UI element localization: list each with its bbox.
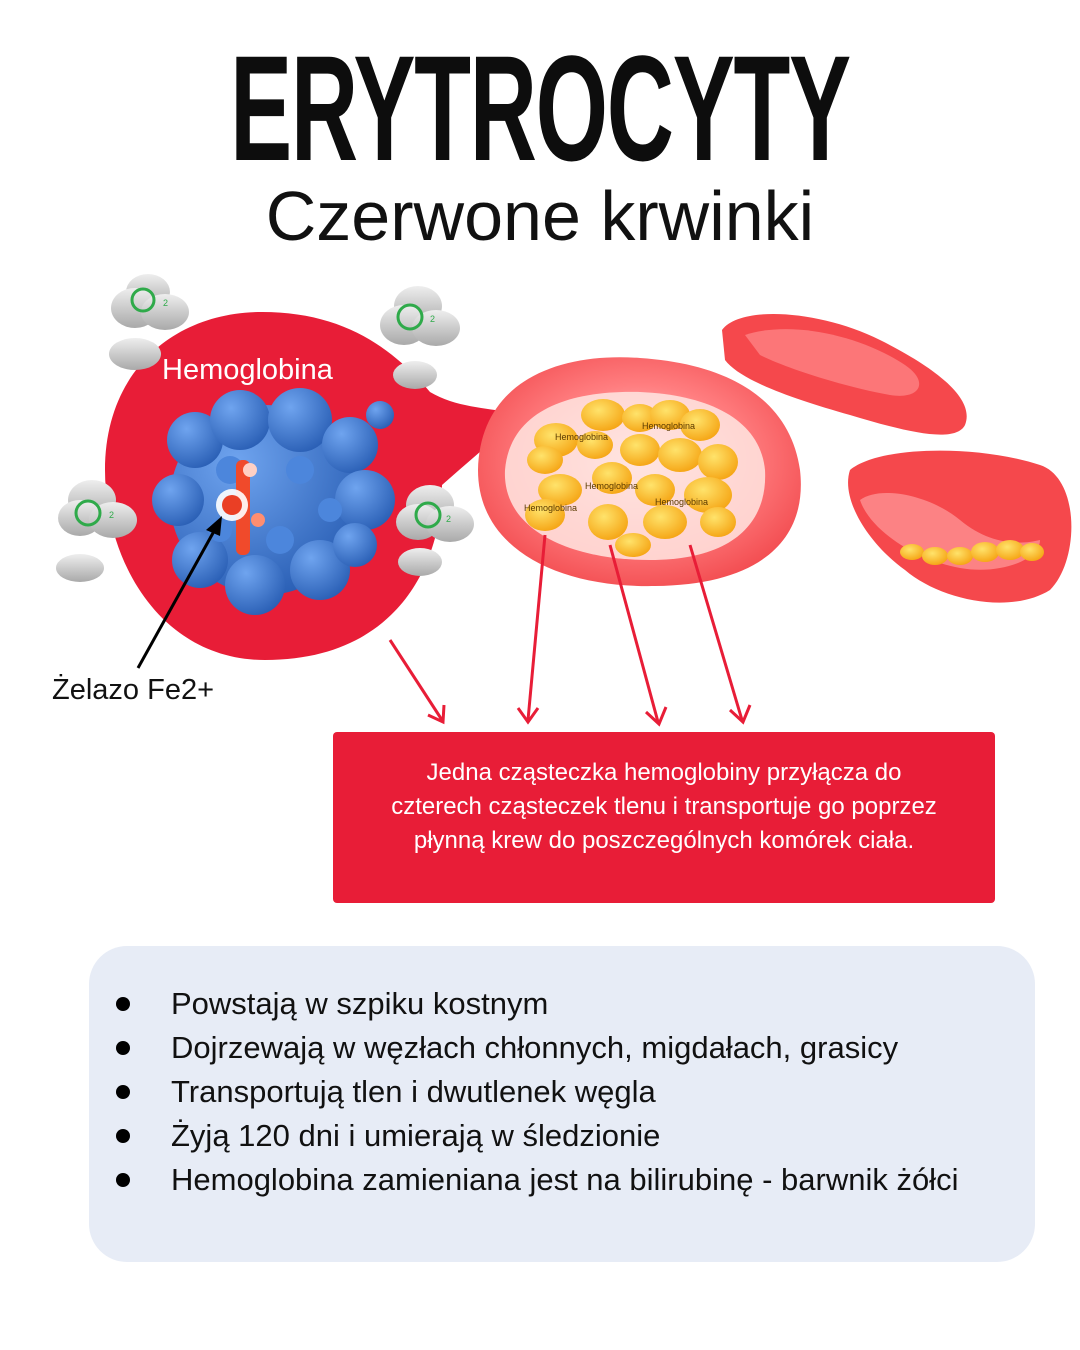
bullet-icon xyxy=(116,1085,130,1099)
cell-hemoglobin-label: Hemoglobina xyxy=(585,481,639,491)
iron-label: Żelazo Fe2+ xyxy=(52,674,215,706)
svg-text:2: 2 xyxy=(430,314,435,324)
fact-item: Powstają w szpiku kostnym xyxy=(89,982,958,1026)
cell-hemoglobin-label: Hemoglobina xyxy=(524,503,578,513)
facts-list: Powstają w szpiku kostnym Dojrzewają w w… xyxy=(89,982,958,1202)
svg-text:2: 2 xyxy=(163,298,168,308)
hemoglobin-granules xyxy=(525,399,738,557)
fact-item: Hemoglobina zamieniana jest na bilirubin… xyxy=(89,1158,958,1202)
fact-item: Dojrzewają w węzłach chłonnych, migdałac… xyxy=(89,1026,958,1070)
fact-text: Powstają w szpiku kostnym xyxy=(171,986,549,1021)
fact-item: Transportują tlen i dwutlenek węgla xyxy=(89,1070,958,1114)
cell-hemoglobin-label: Hemoglobina xyxy=(555,432,609,442)
fact-text: Dojrzewają w węzłach chłonnych, migdałac… xyxy=(171,1030,899,1065)
red-blood-cell-top-right xyxy=(722,313,967,435)
oxygen-cloud-icon: 2 xyxy=(396,485,474,576)
page-subtitle: Czerwone krwinki xyxy=(265,177,815,255)
oxygen-cloud-icon: 2 xyxy=(380,286,460,389)
heme-iron-icon xyxy=(216,460,265,555)
cell-hemoglobin-label: Hemoglobina xyxy=(642,421,696,431)
oxygen-cloud-icon: 2 xyxy=(56,480,137,582)
info-line: Jedna cząsteczka hemoglobiny przyłącza d… xyxy=(426,759,902,786)
fact-text: Hemoglobina zamieniana jest na bilirubin… xyxy=(171,1162,959,1197)
bullet-icon xyxy=(116,997,130,1011)
svg-text:2: 2 xyxy=(109,510,114,520)
bullet-icon xyxy=(116,1129,130,1143)
fact-text: Żyją 120 dni i umierają w śledzionie xyxy=(171,1118,661,1153)
facts-panel: Powstają w szpiku kostnym Dojrzewają w w… xyxy=(89,946,1035,1262)
red-blood-cell-right xyxy=(848,450,1072,603)
svg-text:2: 2 xyxy=(446,514,451,524)
bullet-icon xyxy=(116,1041,130,1055)
hemoglobin-label: Hemoglobina xyxy=(162,354,333,386)
bullet-icon xyxy=(116,1173,130,1187)
hemoglobin-protein-icon xyxy=(152,388,395,615)
hemoglobin-info-box: Jedna cząsteczka hemoglobiny przyłącza d… xyxy=(333,732,995,903)
info-line: płynną krew do poszczególnych komórek ci… xyxy=(413,827,915,854)
oxygen-cloud-icon: 2 xyxy=(109,274,189,370)
cell-hemoglobin-label: Hemoglobina xyxy=(655,497,709,507)
erythrocyte-diagram: 2 2 2 2 xyxy=(56,274,1072,727)
iron-pointer-arrow xyxy=(136,523,220,669)
fact-item: Żyją 120 dni i umierają w śledzionie xyxy=(89,1114,958,1158)
page-title: ERYTROCYTY xyxy=(230,24,851,192)
pointer-arrows xyxy=(388,534,752,727)
fact-text: Transportują tlen i dwutlenek węgla xyxy=(171,1074,656,1109)
info-line: czterech cząsteczek tlenu i transportuje… xyxy=(391,793,937,820)
